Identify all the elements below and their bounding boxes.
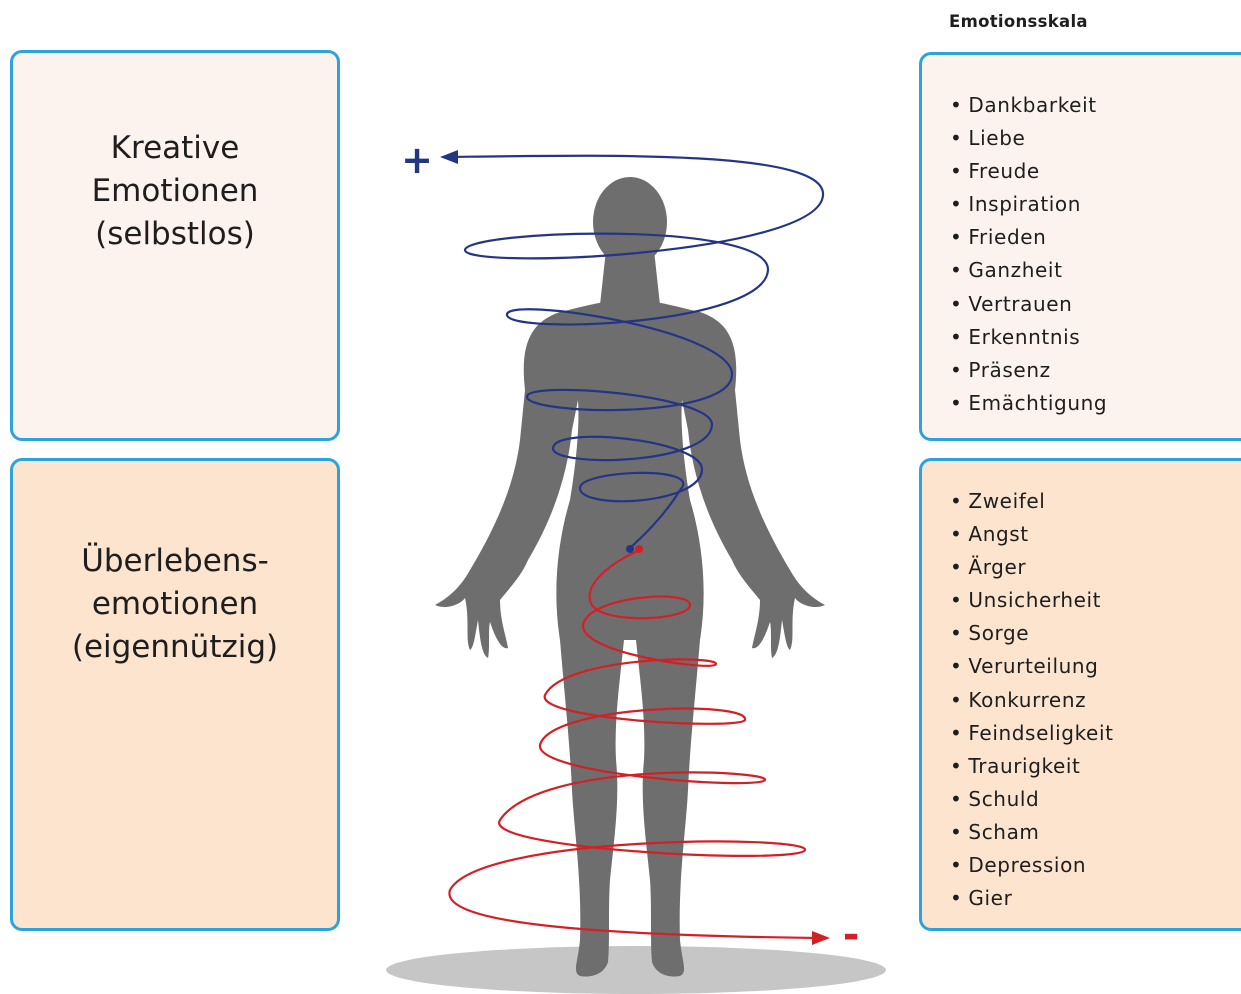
- list-item: Verurteilung: [950, 650, 1114, 683]
- list-item: Vertrauen: [950, 288, 1107, 321]
- red-origin-dot: [635, 545, 643, 553]
- list-item: Feindseligkeit: [950, 717, 1114, 750]
- list-item: Depression: [950, 849, 1114, 882]
- survival-emotions-label: Überlebens- emotionen (eigennützig): [13, 540, 337, 669]
- creative-emotions-list-panel: Dankbarkeit Liebe Freude Inspiration Fri…: [919, 52, 1241, 441]
- list-item: Frieden: [950, 221, 1107, 254]
- survival-arrowhead: [812, 931, 830, 945]
- list-item: Gier: [950, 882, 1114, 915]
- floor-shadow: [386, 946, 886, 994]
- list-item: Angst: [950, 518, 1114, 551]
- emotion-scale-title: Emotionsskala: [949, 12, 1088, 31]
- list-item: Ärger: [950, 551, 1114, 584]
- list-item: Inspiration: [950, 188, 1107, 221]
- creative-emotions-panel: Kreative Emotionen (selbstlos): [10, 50, 340, 441]
- list-item: Zweifel: [950, 485, 1114, 518]
- list-item: Dankbarkeit: [950, 89, 1107, 122]
- survival-emotions-list: Zweifel Angst Ärger Unsicherheit Sorge V…: [950, 485, 1114, 915]
- creative-emotions-list: Dankbarkeit Liebe Freude Inspiration Fri…: [950, 89, 1107, 420]
- list-item: Schuld: [950, 783, 1114, 816]
- list-item: Erkenntnis: [950, 321, 1107, 354]
- survival-emotions-list-panel: Zweifel Angst Ärger Unsicherheit Sorge V…: [919, 458, 1241, 931]
- creative-emotions-label: Kreative Emotionen (selbstlos): [13, 127, 337, 256]
- list-item: Liebe: [950, 122, 1107, 155]
- plus-marker: +: [401, 138, 433, 182]
- list-item: Traurigkeit: [950, 750, 1114, 783]
- list-item: Emächtigung: [950, 387, 1107, 420]
- survival-emotions-panel: Überlebens- emotionen (eigennützig): [10, 458, 340, 931]
- creative-arrowhead: [440, 150, 458, 164]
- list-item: Scham: [950, 816, 1114, 849]
- list-item: Ganzheit: [950, 254, 1107, 287]
- list-item: Unsicherheit: [950, 584, 1114, 617]
- list-item: Konkurrenz: [950, 684, 1114, 717]
- blue-origin-dot: [626, 545, 634, 553]
- list-item: Sorge: [950, 617, 1114, 650]
- list-item: Präsenz: [950, 354, 1107, 387]
- list-item: Freude: [950, 155, 1107, 188]
- minus-marker: -: [843, 912, 860, 958]
